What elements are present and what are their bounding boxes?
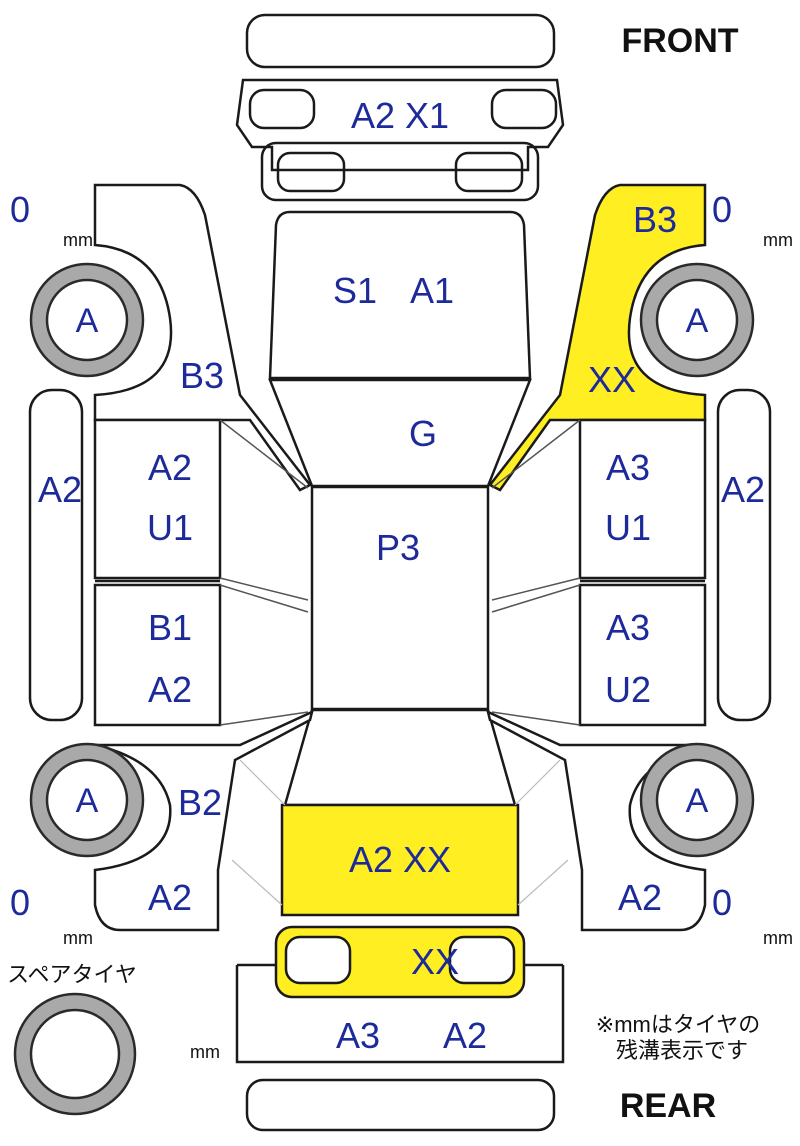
tire-rear-right-tread: 0 [712, 882, 732, 923]
left-sill-panel [28, 388, 84, 722]
right-front-door-code-2: U1 [605, 507, 651, 548]
left-rear-guide-lines [231, 759, 286, 906]
left-front-fender-code: B3 [180, 355, 224, 396]
rear-panel-code: XX [411, 941, 459, 982]
windshield-panel [268, 378, 532, 488]
tail-lamp-left [284, 935, 352, 985]
rear-bumper-panel [235, 963, 565, 1064]
fog-lamp-left [276, 151, 346, 193]
tire-front-left-grade: A [76, 302, 99, 340]
left-sill-code: A2 [38, 469, 82, 510]
left-front-door-code-1: A2 [148, 447, 192, 488]
headlight-left [248, 88, 316, 130]
left-rear-door-code-1: B1 [148, 607, 192, 648]
hood-panel [268, 210, 532, 380]
lower-bumper-panel [260, 141, 540, 202]
right-sill-code: A2 [721, 469, 765, 510]
front-grille-panel [245, 13, 556, 69]
tire-rear-left-grade: A [76, 782, 99, 820]
tread-note-line1: ※mmはタイヤの [596, 1012, 760, 1037]
right-rear-door-panel [578, 583, 707, 727]
headlight-right [490, 88, 558, 130]
rear-end-panel [245, 1078, 556, 1132]
tail-lamp-right [448, 935, 516, 985]
tire-front-right-grade: A [686, 302, 709, 340]
left-front-door-panel [93, 418, 222, 580]
trunk-codes: A2 XX [349, 839, 451, 880]
left-front-door-code-2: U1 [147, 507, 193, 548]
rear-label: REAR [620, 1087, 716, 1125]
tire-spare [13, 992, 137, 1116]
left-rear-fender-code-1: B2 [178, 782, 222, 823]
mm-front-right: mm [763, 230, 793, 250]
roof-code: P3 [376, 527, 420, 568]
right-front-door-panel [578, 418, 707, 580]
tread-note-line2: 残溝表示です [616, 1038, 748, 1063]
front-bumper-codes: A2 X1 [351, 95, 449, 136]
trunk-panel [280, 803, 520, 917]
tire-rear-right [639, 742, 755, 858]
mm-spare: mm [190, 1042, 220, 1062]
left-door-guide-lines [219, 419, 309, 726]
tire-front-right [639, 262, 755, 378]
tire-rear-right-grade: A [686, 782, 709, 820]
left-rear-fender-panel [93, 709, 314, 932]
right-rear-door-code-1: A3 [606, 607, 650, 648]
left-rear-fender-code-2: A2 [148, 877, 192, 918]
tire-rear-left-tread: 0 [10, 882, 30, 923]
rear-bumper-code-1: A3 [336, 1015, 380, 1056]
front-bumper-panel [235, 78, 565, 172]
right-door-guide-lines [491, 419, 581, 726]
mm-rear-left: mm [63, 928, 93, 948]
rear-window-panel [283, 708, 517, 807]
fog-lamp-right [454, 151, 524, 193]
right-rear-door-code-2: U2 [605, 669, 651, 710]
hood-code-2: A1 [410, 270, 454, 311]
right-sill-panel [716, 388, 772, 722]
right-front-fender-code-2: XX [588, 359, 636, 400]
mm-front-left: mm [63, 230, 93, 250]
front-label: FRONT [621, 22, 738, 60]
right-rear-fender-code: A2 [618, 877, 662, 918]
tire-front-left [29, 262, 145, 378]
tire-rear-left [29, 742, 145, 858]
hood-code-1: S1 [333, 270, 377, 311]
tire-front-right-tread: 0 [712, 189, 732, 230]
windshield-code: G [409, 413, 437, 454]
rear-bumper-code-2: A2 [443, 1015, 487, 1056]
left-rear-door-code-2: A2 [148, 669, 192, 710]
spare-tire-label: スペアタイヤ [7, 962, 137, 987]
right-rear-guide-lines [514, 759, 569, 906]
left-front-fender-panel [93, 183, 312, 492]
left-rear-door-panel [93, 583, 222, 727]
right-front-door-code-1: A3 [606, 447, 650, 488]
right-front-fender-panel [488, 183, 707, 492]
roof-panel [310, 485, 490, 711]
tire-front-left-tread: 0 [10, 189, 30, 230]
right-front-fender-code-1: B3 [633, 199, 677, 240]
mm-rear-right: mm [763, 928, 793, 948]
